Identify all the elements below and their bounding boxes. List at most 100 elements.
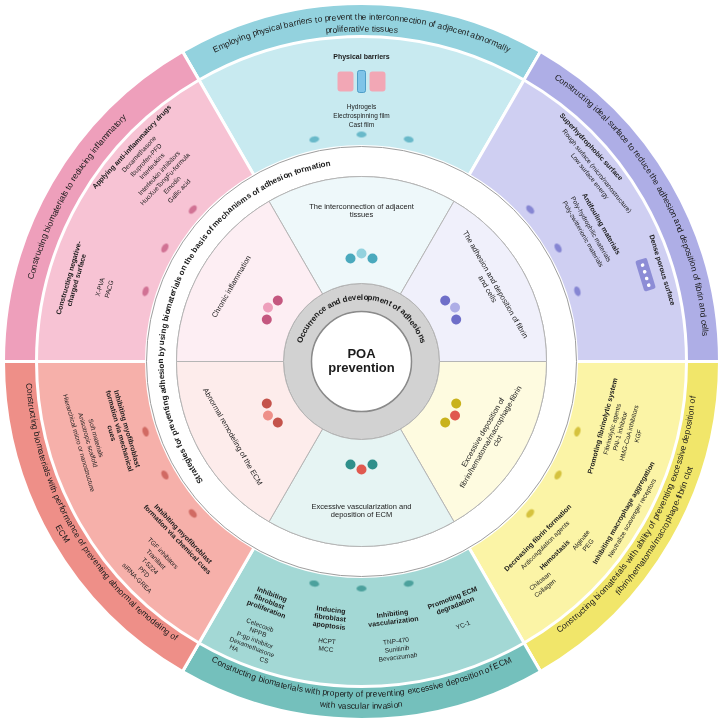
strategy-heading: Inhibiting myofibroblast formation via m… (94, 380, 145, 483)
glyph: a (342, 702, 347, 711)
strategy-heading: Dense porous surface (647, 233, 676, 306)
segment-shape (401, 201, 547, 361)
pore (640, 263, 644, 267)
glyph: n (689, 266, 698, 273)
glyph: h (357, 12, 362, 21)
circle-shape (312, 312, 412, 412)
mechanism-label: Excessive deposition of fibrin/hematoma/… (449, 375, 534, 497)
glyph: a (351, 24, 356, 33)
glyph: e (381, 689, 386, 698)
glyph: i (369, 12, 371, 21)
item-label: HA (228, 643, 239, 653)
glyph: e (438, 680, 445, 689)
glyph: g (400, 687, 406, 696)
glyph (353, 690, 356, 699)
item-label: CS (259, 655, 270, 665)
mechanism-label: The interconnection of adjacent tissues (299, 203, 425, 220)
glyph: u (384, 25, 389, 34)
glyph: s (380, 25, 385, 34)
segment-shape (177, 362, 323, 522)
glyph: t (371, 24, 374, 33)
strategy-heading: Inducing fibroblast apoptosis (300, 602, 361, 633)
glyph: s (158, 370, 166, 375)
glyph: n (398, 700, 404, 709)
glyph: o (356, 690, 361, 699)
cell-icon (368, 460, 378, 470)
glyph: n (325, 160, 331, 169)
glyph: s (418, 338, 427, 345)
sector-title: Constructing biomaterials with property … (209, 653, 518, 712)
glyph: n (696, 295, 705, 301)
glyph: s (393, 26, 398, 35)
glyph: l (360, 702, 362, 711)
glyph: e (364, 24, 369, 33)
item-label: Hydrogels (347, 103, 376, 110)
mechanism-label: Abnormal remodeling of the ECM (196, 380, 266, 493)
glyph (367, 12, 370, 21)
glyph (158, 356, 166, 358)
glyph: e (158, 375, 166, 380)
mechanism-label: The adhesion and deposition of fibrin an… (452, 228, 530, 346)
glyph: s (298, 684, 304, 693)
item-label: MCC (318, 645, 334, 654)
glyph: i (158, 368, 166, 371)
cell-icon (357, 132, 367, 138)
glyph: s (346, 702, 351, 711)
glyph: s (375, 25, 380, 34)
glyph: r (344, 690, 347, 699)
glyph: c (351, 702, 355, 711)
strategy-heading: Constructing negative-charged surface (54, 238, 92, 319)
cell-icon (346, 254, 356, 264)
item-label: KGF (632, 428, 643, 443)
glyph: C (25, 382, 34, 389)
glyph: g (30, 424, 39, 430)
strategy-heading: Promoting ECM degradation (424, 584, 484, 620)
glyph: o (332, 25, 337, 34)
glyph: f (692, 277, 701, 281)
glyph: h (158, 379, 166, 385)
glyph: r (370, 690, 373, 699)
strategy-heading: Inhibiting vascularization (363, 606, 423, 629)
pore (646, 283, 650, 287)
glyph: v (360, 24, 364, 33)
center-title: POA prevention (320, 347, 404, 377)
barrier-icon (338, 71, 386, 93)
ring-shape (284, 284, 440, 440)
glyph: v (377, 690, 382, 699)
glyph: d (159, 384, 168, 390)
glyph: o (157, 363, 165, 368)
glyph: a (362, 702, 367, 711)
glyph: d (676, 226, 686, 234)
tissue-shape (338, 72, 354, 92)
sector-title: Employing physical barriers to prevent t… (210, 11, 516, 56)
glyph: e (356, 293, 361, 301)
glyph: e (362, 12, 367, 21)
glyph: p (365, 690, 370, 699)
glyph: t (347, 690, 350, 699)
item-label: YC-1 (454, 619, 471, 631)
glyph: b (158, 351, 166, 356)
glyph: e (339, 690, 344, 699)
glyph: y (349, 690, 354, 699)
segment-shape (177, 201, 323, 361)
title-band (183, 643, 541, 720)
glyph: i (358, 24, 360, 33)
glyph: n (157, 359, 165, 364)
glyph: n (345, 12, 350, 21)
glyph: w (320, 700, 327, 709)
barrier-film (358, 71, 366, 93)
glyph (369, 24, 372, 33)
glyph: d (335, 297, 342, 306)
glyph: v (352, 294, 357, 302)
strategy-heading: Physical barriers (333, 52, 389, 60)
glyph: y (158, 347, 166, 352)
title-band (4, 51, 200, 361)
glyph: r (348, 24, 351, 33)
glyph: s (701, 332, 710, 337)
ring-title: Occurrence and development of adhesions (295, 292, 428, 347)
glyph: h (330, 701, 335, 710)
glyph: e (343, 25, 348, 34)
glyph: o (329, 689, 334, 698)
glyph: d (699, 312, 708, 318)
glyph: u (355, 702, 360, 711)
